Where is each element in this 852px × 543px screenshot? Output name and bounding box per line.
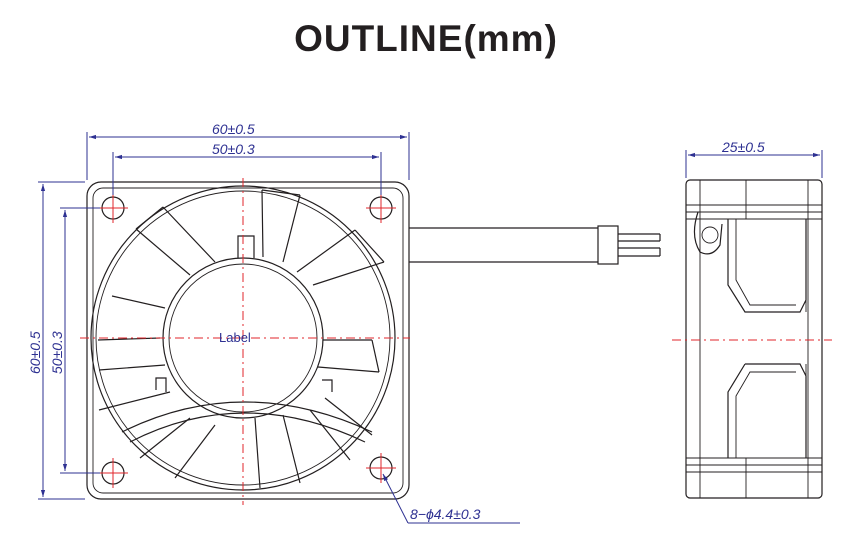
fan-frame-outer <box>86 181 410 500</box>
front-view: Label 60±0.5 50±0.3 60±0.5 <box>27 121 661 524</box>
dim-depth-text: 25±0.5 <box>721 139 765 155</box>
mounting-holes <box>98 193 396 488</box>
dimension-outer-height: 60±0.5 <box>27 181 85 500</box>
dim-hole-width-text: 50±0.3 <box>212 141 255 157</box>
side-frame <box>685 179 823 499</box>
hole-callout: 8−ϕ4.4±0.3 <box>382 473 520 524</box>
dim-outer-width-text: 60±0.5 <box>212 121 255 137</box>
dimension-hole-width: 50±0.3 <box>112 141 382 195</box>
hole-callout-text: 8−ϕ4.4±0.3 <box>410 506 481 522</box>
side-view: 25±0.5 <box>672 139 832 499</box>
dimension-hole-height: 50±0.3 <box>49 207 100 474</box>
fan-blades <box>97 189 385 489</box>
dimension-depth: 25±0.5 <box>685 139 823 178</box>
dim-outer-height-text: 60±0.5 <box>27 331 43 374</box>
fan-frame-inner <box>92 187 404 494</box>
fan-cable <box>409 225 661 265</box>
page-title: OUTLINE(mm) <box>294 18 558 59</box>
dim-hole-height-text: 50±0.3 <box>49 331 65 374</box>
hub-label: Label <box>219 330 251 345</box>
dimension-outer-width: 60±0.5 <box>86 121 410 180</box>
